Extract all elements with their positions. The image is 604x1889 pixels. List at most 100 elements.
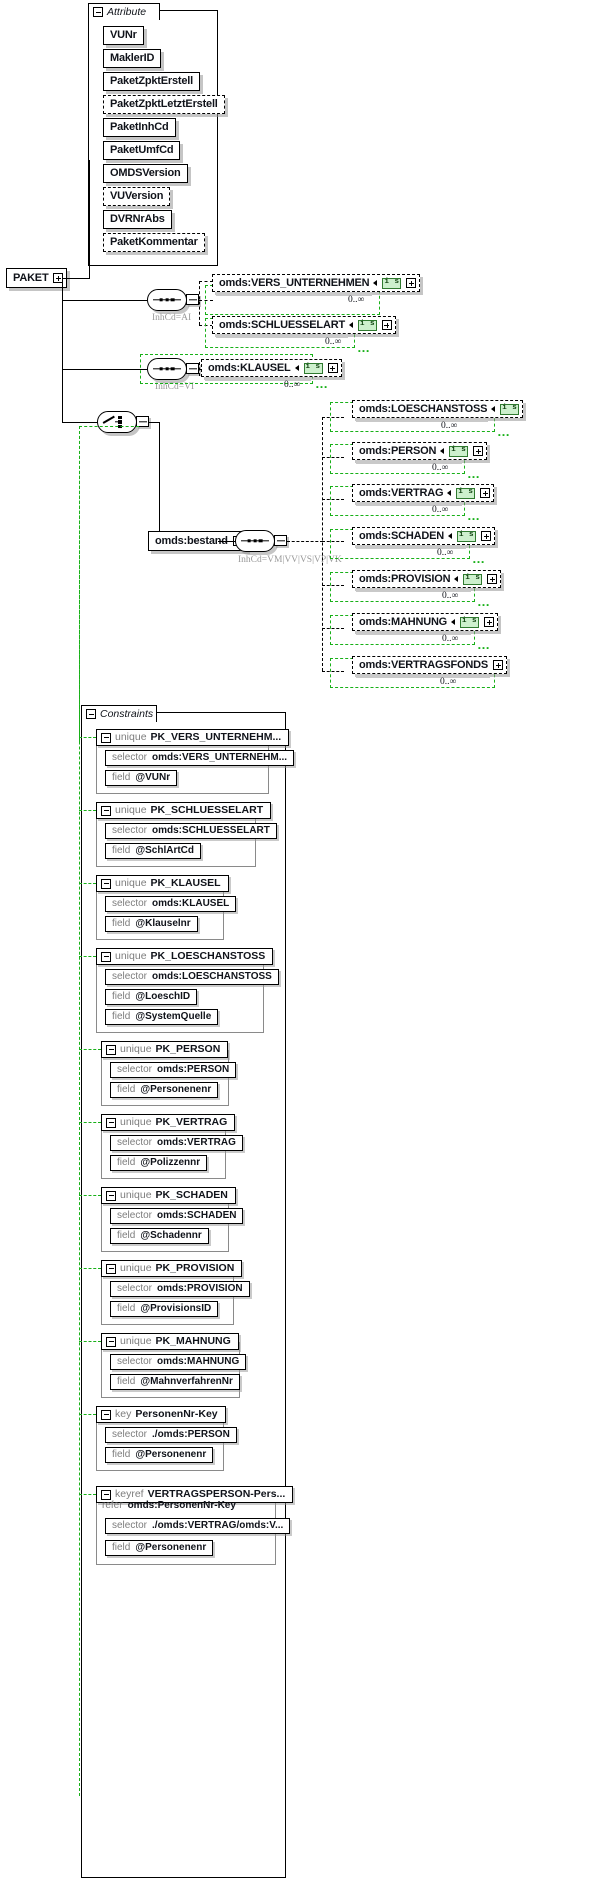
collapse-icon[interactable] [101, 1489, 111, 1500]
constraint-field-row[interactable]: field @MahnverfahrenNr [110, 1374, 240, 1390]
constraint-header-pk-schaden[interactable]: unique PK_SCHADEN [101, 1187, 236, 1204]
constraint-selector-row[interactable]: selector omds:MAHNUNG [110, 1354, 247, 1370]
sequence-connector-box-vi[interactable] [186, 363, 199, 374]
constraint-selector-row[interactable]: selector omds:LOESCHANSTOSS [105, 969, 279, 985]
attribute-label: OMDSVersion [110, 167, 181, 179]
expand-icon[interactable] [481, 531, 492, 541]
element-shadow [356, 631, 471, 635]
constraint-field-row[interactable]: field @Personenenr [110, 1082, 219, 1098]
element-schaden[interactable]: omds:SCHADEN i s [352, 527, 496, 545]
collapse-icon[interactable] [101, 1409, 111, 1420]
sequence-compositor-bestand[interactable] [235, 530, 275, 552]
constraint-header-pk-loeschanstoss[interactable]: unique PK_LOESCHANSTOSS [96, 948, 274, 965]
constraint-header-pk-klausel[interactable]: unique PK_KLAUSEL [96, 875, 229, 892]
element-person[interactable]: omds:PERSON i s [352, 442, 488, 460]
constraint-link [79, 883, 96, 884]
collapse-icon[interactable] [86, 709, 96, 719]
collapse-icon[interactable] [106, 1336, 116, 1347]
expand-icon[interactable] [406, 278, 417, 288]
attribute-group-tab[interactable]: Attribute [88, 3, 160, 20]
constraint-field-row[interactable]: field @Personenenr [105, 1447, 214, 1463]
element-klausel[interactable]: omds:KLAUSEL i s [201, 359, 342, 377]
element-shadow [356, 502, 462, 506]
sequence-compositor-vi[interactable] [147, 358, 187, 380]
constraint-header-pk-person[interactable]: unique PK_PERSON [101, 1041, 229, 1058]
constraint-selector-row[interactable]: selector ./omds:VERTRAG/omds:V... [105, 1518, 291, 1534]
row-keyword: field [112, 845, 131, 856]
constraint-name: PK_PERSON [155, 1043, 221, 1056]
row-keyword: selector [117, 1210, 153, 1221]
choice-connector-box[interactable] [136, 416, 149, 427]
sequence-connector-box-ai[interactable] [186, 294, 199, 305]
attribute-paketzpktletzterstell[interactable]: PaketZpktLetztErstell [103, 95, 225, 114]
constraint-field-row[interactable]: field @Polizzennr [110, 1155, 208, 1171]
constraint-field-row[interactable]: field @VUNr [105, 770, 178, 786]
constraint-header-pk-mahnung[interactable]: unique PK_MAHNUNG [101, 1333, 239, 1350]
element-schluesselart[interactable]: omds:SCHLUESSELART i s [212, 316, 396, 334]
collapse-icon[interactable] [101, 732, 111, 743]
attribute-vunr[interactable]: VUNr [103, 26, 144, 45]
group-ellipsis: … [497, 424, 511, 439]
collapse-icon[interactable] [106, 1117, 116, 1128]
expand-icon[interactable] [487, 574, 498, 584]
collapse-icon[interactable] [101, 951, 111, 962]
constraint-field-row[interactable]: field @Klauselnr [105, 916, 198, 932]
constraint-selector-row[interactable]: selector omds:PERSON [110, 1062, 237, 1078]
constraint-selector-row[interactable]: selector omds:KLAUSEL [105, 896, 237, 912]
constraint-selector-row[interactable]: selector ./omds:PERSON [105, 1427, 237, 1443]
attribute-vuversion[interactable]: VUVersion [103, 187, 171, 206]
constraints-tab[interactable]: Constraints [81, 705, 157, 722]
attribute-maklerid[interactable]: MaklerID [103, 49, 162, 68]
constraint-selector-row[interactable]: selector omds:SCHLUESSELART [105, 823, 277, 839]
element-shadow [205, 377, 311, 381]
expand-icon[interactable] [473, 446, 484, 456]
collapse-icon[interactable] [106, 1044, 116, 1055]
constraint-field-row[interactable]: field @Personenenr [105, 1540, 214, 1556]
expand-icon[interactable] [480, 488, 491, 498]
constraint-field-row[interactable]: field @ProvisionsID [110, 1301, 219, 1317]
element-mahnung[interactable]: omds:MAHNUNG i s [352, 613, 499, 631]
constraint-name: PK_PROVISION [155, 1262, 235, 1275]
element-vertragsfonds[interactable]: omds:VERTRAGSFONDS [352, 656, 508, 674]
constraint-selector-row[interactable]: selector omds:VERTRAG [110, 1135, 243, 1151]
attribute-paketinhcd[interactable]: PaketInhCd [103, 118, 176, 137]
attribute-dvrnrabs[interactable]: DVRNrAbs [103, 210, 172, 229]
collapse-icon[interactable] [101, 878, 111, 889]
collapse-icon[interactable] [101, 805, 111, 816]
constraint-selector-row[interactable]: selector omds:VERS_UNTERNEHM... [105, 750, 295, 766]
element-loeschanstoss[interactable]: omds:LOESCHANSTOSS i s [352, 400, 524, 418]
constraint-header-personennr-key[interactable]: key PersonenNr-Key [96, 1406, 226, 1423]
constraint-header-pk-provision[interactable]: unique PK_PROVISION [101, 1260, 243, 1277]
constraint-header-pk-vers-unternehm[interactable]: unique PK_VERS_UNTERNEHM... [96, 729, 290, 746]
element-provision[interactable]: omds:PROVISION i s [352, 570, 502, 588]
root-element-paket[interactable]: PAKET [6, 268, 68, 288]
constraint-field-row[interactable]: field @Schadennr [110, 1228, 209, 1244]
sequence-compositor-ai[interactable] [147, 289, 187, 311]
constraint-header-vertragsperson-keyref[interactable]: keyref VERTRAGSPERSON-Pers... [96, 1486, 294, 1503]
connector [62, 422, 98, 424]
collapse-icon[interactable] [106, 1263, 116, 1274]
attribute-paketzpkterstell[interactable]: PaketZpktErstell [103, 72, 201, 91]
collapse-icon[interactable] [106, 1190, 116, 1201]
attribute-paketkommentar[interactable]: PaketKommentar [103, 233, 205, 252]
constraint-header-pk-schluesselart[interactable]: unique PK_SCHLUESSELART [96, 802, 272, 819]
constraint-field-row[interactable]: field @SystemQuelle [105, 1009, 219, 1025]
choice-compositor[interactable] [97, 411, 137, 433]
expand-icon[interactable] [381, 320, 392, 330]
attribute-omdsversion[interactable]: OMDSVersion [103, 164, 188, 183]
expand-icon[interactable] [493, 660, 504, 670]
element-label: omds:KLAUSEL [208, 361, 291, 374]
constraint-header-pk-vertrag[interactable]: unique PK_VERTRAG [101, 1114, 236, 1131]
collapse-icon[interactable] [93, 7, 103, 17]
sequence-connector-box-bestand[interactable] [274, 535, 287, 546]
constraint-selector-row[interactable]: selector omds:PROVISION [110, 1281, 250, 1297]
constraint-field-row[interactable]: field @SchlArtCd [105, 843, 202, 859]
element-vers-unternehmen[interactable]: omds:VERS_UNTERNEHMEN i s [212, 274, 421, 292]
attribute-paketumfcd[interactable]: PaketUmfCd [103, 141, 181, 160]
constraint-field-row[interactable]: field @LoeschID [105, 989, 198, 1005]
expand-icon[interactable] [327, 363, 338, 373]
element-vertrag[interactable]: omds:VERTRAG i s [352, 484, 495, 502]
row-value: ./omds:PERSON [152, 1429, 230, 1440]
expand-icon[interactable] [484, 617, 495, 627]
constraint-selector-row[interactable]: selector omds:SCHADEN [110, 1208, 244, 1224]
